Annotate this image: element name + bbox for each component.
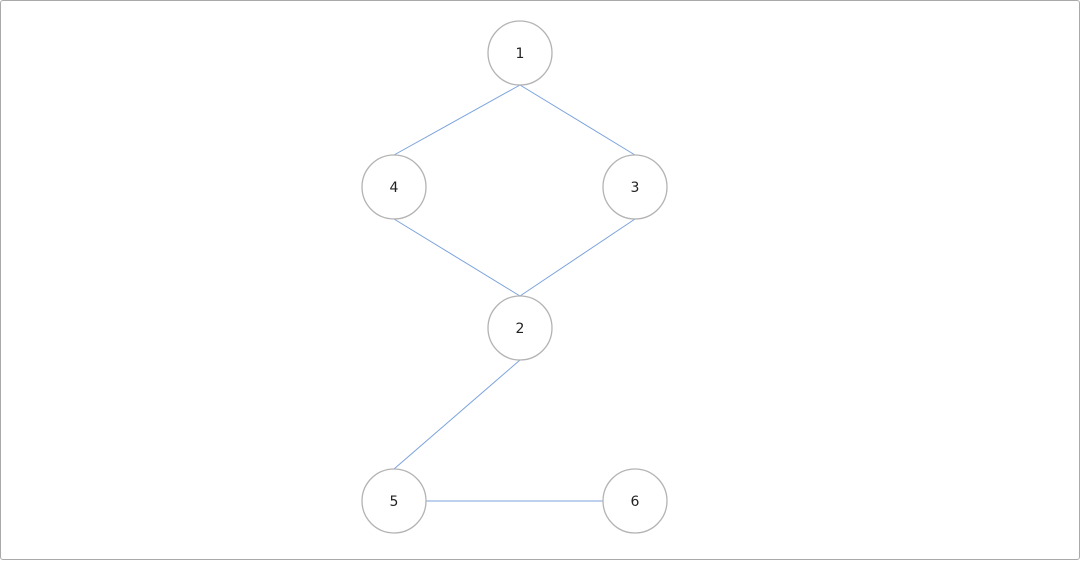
edge-1-3	[519, 84, 636, 156]
node-circle[interactable]	[361, 154, 427, 220]
node-label: 5	[390, 494, 399, 510]
node-label: 4	[390, 180, 399, 196]
edges-layer	[393, 84, 636, 502]
node-label: 3	[631, 180, 640, 196]
edge-1-4	[393, 84, 521, 156]
node-circle[interactable]	[602, 154, 668, 220]
node-label: 6	[631, 494, 640, 510]
node-label: 2	[516, 321, 525, 337]
node-circle[interactable]	[487, 295, 553, 361]
node-circle[interactable]	[361, 468, 427, 534]
node-5[interactable]: 5	[361, 468, 427, 534]
edge-4-2	[393, 218, 521, 297]
node-1[interactable]: 1	[487, 20, 553, 86]
node-3[interactable]: 3	[602, 154, 668, 220]
node-2[interactable]: 2	[487, 295, 553, 361]
edge-3-2	[519, 218, 636, 297]
node-6[interactable]: 6	[602, 468, 668, 534]
edge-2-5	[393, 359, 521, 470]
node-circle[interactable]	[602, 468, 668, 534]
node-label: 1	[516, 46, 525, 62]
nodes-layer: 1 4 3 2 5 6	[361, 20, 668, 534]
node-4[interactable]: 4	[361, 154, 427, 220]
node-circle[interactable]	[487, 20, 553, 86]
